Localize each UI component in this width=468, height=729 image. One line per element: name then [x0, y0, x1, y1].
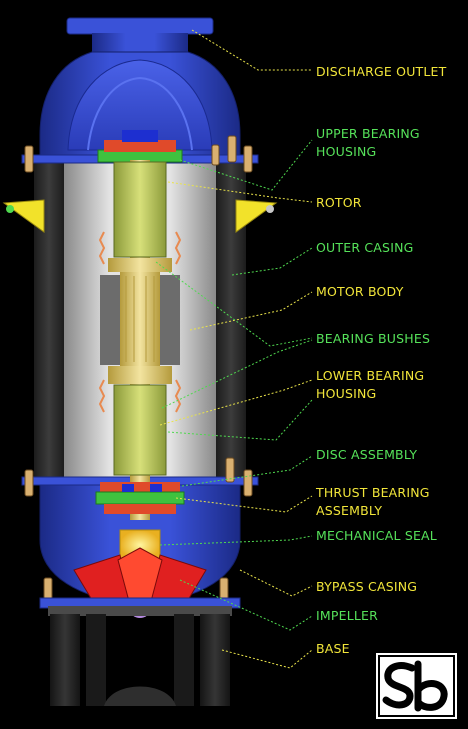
label-rotor: ROTOR — [316, 195, 362, 210]
dome-ring — [87, 76, 193, 151]
rotor-core — [120, 272, 160, 366]
label-base: BASE — [316, 641, 350, 656]
rotor-grooves — [125, 276, 155, 362]
discharge-flange — [66, 17, 214, 35]
label-discharge-outlet: DISCHARGE OUTLET — [316, 64, 447, 79]
label-outer-casing: OUTER CASING — [316, 240, 414, 255]
leader-lines — [155, 29, 313, 669]
label-lower-bearing-housing-line2: HOUSING — [316, 386, 376, 401]
label-bypass-casing: BYPASS CASING — [316, 579, 417, 594]
lifting-bracket-left — [2, 199, 45, 233]
impeller-shape — [73, 547, 207, 618]
label-upper-bearing-housing-line2: HOUSING — [316, 144, 376, 159]
winding-ends — [98, 231, 182, 413]
upper-bush — [113, 161, 167, 258]
label-disc-assembly: DISC ASSEMBLY — [316, 447, 417, 462]
discharge-neck — [92, 33, 188, 53]
inner-dome — [67, 59, 213, 151]
lifting-eye-left — [6, 205, 14, 213]
rotor-collar-bottom — [108, 366, 172, 384]
lower-bush — [113, 384, 167, 476]
label-lower-bearing-housing-line1: LOWER BEARING — [316, 368, 424, 383]
lifting-eye-right — [266, 205, 274, 213]
pump-illustration — [2, 17, 278, 706]
labels: DISCHARGE OUTLET UPPER BEARING HOUSING R… — [315, 64, 447, 656]
lifting-bracket-right — [235, 199, 278, 233]
label-mechanical-seal: MECHANICAL SEAL — [316, 528, 437, 543]
label-thrust-bearing-assembly-line1: THRUST BEARING — [315, 485, 430, 500]
base-shape — [48, 606, 232, 706]
upper-bearing-housing-shape — [97, 130, 183, 163]
sb-logo-icon — [374, 651, 459, 721]
label-impeller: IMPELLER — [316, 608, 378, 623]
label-upper-bearing-housing-line1: UPPER BEARING — [316, 126, 420, 141]
label-thrust-bearing-assembly-line2: ASSEMBLY — [316, 503, 382, 518]
label-bearing-bushes: BEARING BUSHES — [316, 331, 430, 346]
rotor-collar-top — [108, 258, 172, 272]
thrust-bearing-shape — [95, 482, 185, 514]
label-motor-body: MOTOR BODY — [316, 284, 404, 299]
